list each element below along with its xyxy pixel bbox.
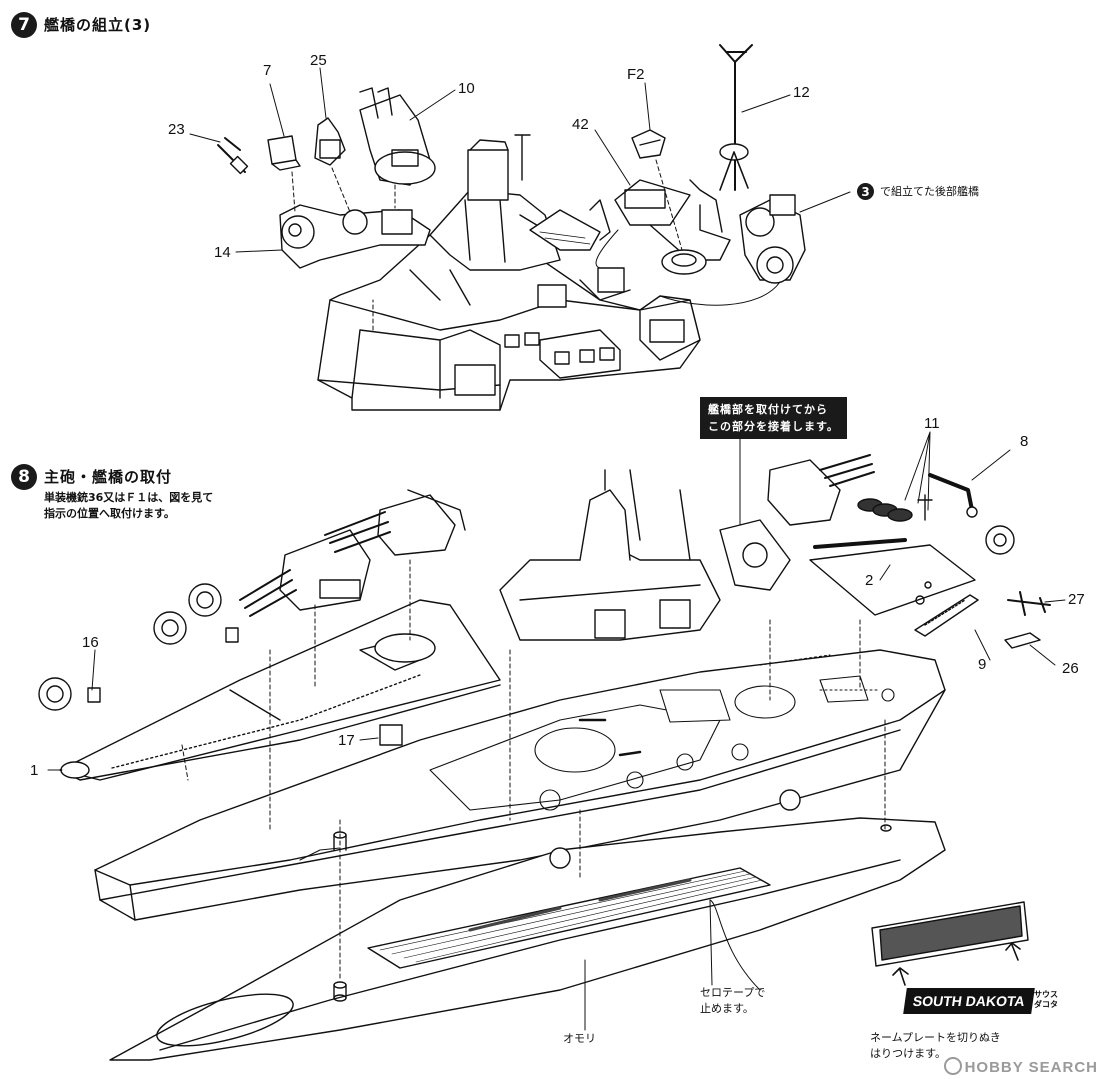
weight-part <box>333 824 892 1002</box>
part-number-10: 10 <box>458 80 475 97</box>
part-8-crane <box>928 473 978 518</box>
bridge-tower-step8 <box>499 469 721 641</box>
leader-lines-step7 <box>189 67 851 331</box>
step-8-badge: 8 <box>11 464 37 490</box>
deck-details <box>299 654 895 861</box>
part-26-cradle <box>1004 632 1041 649</box>
part-42-gun-platform <box>614 179 731 275</box>
step-8-note-line-2: 指示の位置へ取付けます。 <box>44 507 175 520</box>
callout-line-2: この部分を接着します。 <box>708 420 839 433</box>
step-8-title: 主砲・艦橋の取付 <box>44 468 173 486</box>
main-turret-forward <box>239 529 371 617</box>
guide-dashes-step8 <box>181 559 886 981</box>
part-number-27: 27 <box>1068 591 1085 608</box>
bridge-attach-callout: 艦橋部を取付けてから この部分を接着します。 <box>700 397 847 439</box>
part-number-23: 23 <box>168 121 185 138</box>
main-turret-upper <box>324 489 466 556</box>
part-number-17: 17 <box>338 732 355 749</box>
part-number-11: 11 <box>924 415 940 432</box>
leader-lines-step8 <box>47 431 1066 1031</box>
part-number-12: 12 <box>793 84 810 101</box>
part-23-gun <box>217 137 249 175</box>
part-27-seaplane <box>1007 591 1051 616</box>
deck-plate-grid <box>367 867 771 969</box>
step-3-reference-badge: 3 <box>857 183 874 200</box>
watermark-text: HOBBY SEARCH <box>964 1059 1098 1076</box>
bridge-superstructure-step7 <box>317 134 701 411</box>
nameplate-instruction-line-2: はりつけます。 <box>870 1047 947 1060</box>
platform-part-14 <box>279 204 431 269</box>
part-number-F2: F2 <box>627 66 645 83</box>
aft-turret-assembly <box>719 454 875 591</box>
step-7-badge: 7 <box>11 12 37 38</box>
small-turrets <box>38 525 1015 869</box>
tape-label-line-2: 止めます。 <box>700 1002 754 1015</box>
tape-label-line-1: セロテープで <box>700 986 766 999</box>
nameplate-kana-line-1: サウス <box>1034 990 1058 999</box>
part-number-26: 26 <box>1062 660 1079 677</box>
rear-bridge-from-step3 <box>739 194 806 284</box>
step-8-note-line-1: 単装機銃36又はＦ１は、図を見て <box>44 491 214 504</box>
part-number-9: 9 <box>978 656 987 673</box>
nameplate-plate <box>871 901 1029 986</box>
part-number-16: 16 <box>82 634 99 651</box>
part-number-42: 42 <box>572 116 589 133</box>
watermark-logo-icon <box>943 1057 962 1075</box>
part-25 <box>314 117 346 166</box>
nameplate-kana-line-2: ダコタ <box>1034 1000 1058 1009</box>
part-F2 <box>631 129 666 159</box>
nameplate-instruction-line-1: ネームプレートを切りぬき <box>870 1031 1001 1044</box>
part-number-8: 8 <box>1020 433 1029 450</box>
part-number-1: 1 <box>30 762 39 779</box>
nameplate-text: SOUTH DAKOTA <box>903 988 1035 1014</box>
watermark: HOBBY SEARCH <box>943 1057 1098 1076</box>
part-7 <box>267 135 301 171</box>
part-number-14: 14 <box>214 244 231 261</box>
weight-label: オモリ <box>563 1032 596 1045</box>
part-11-pieces <box>857 494 933 522</box>
part-number-7: 7 <box>263 62 272 79</box>
callout-line-1: 艦橋部を取付けてから <box>708 403 828 416</box>
step-7-title: 艦橋の組立(3) <box>44 16 152 34</box>
part-9-catapult <box>914 594 979 637</box>
part-number-25: 25 <box>310 52 327 69</box>
rear-bridge-note: で組立てた後部艦橋 <box>880 185 979 198</box>
catapult-deck-part-2 <box>809 538 976 616</box>
part-10-turret <box>359 87 436 186</box>
part-12-mast <box>719 44 753 191</box>
part-number-2: 2 <box>865 572 874 589</box>
